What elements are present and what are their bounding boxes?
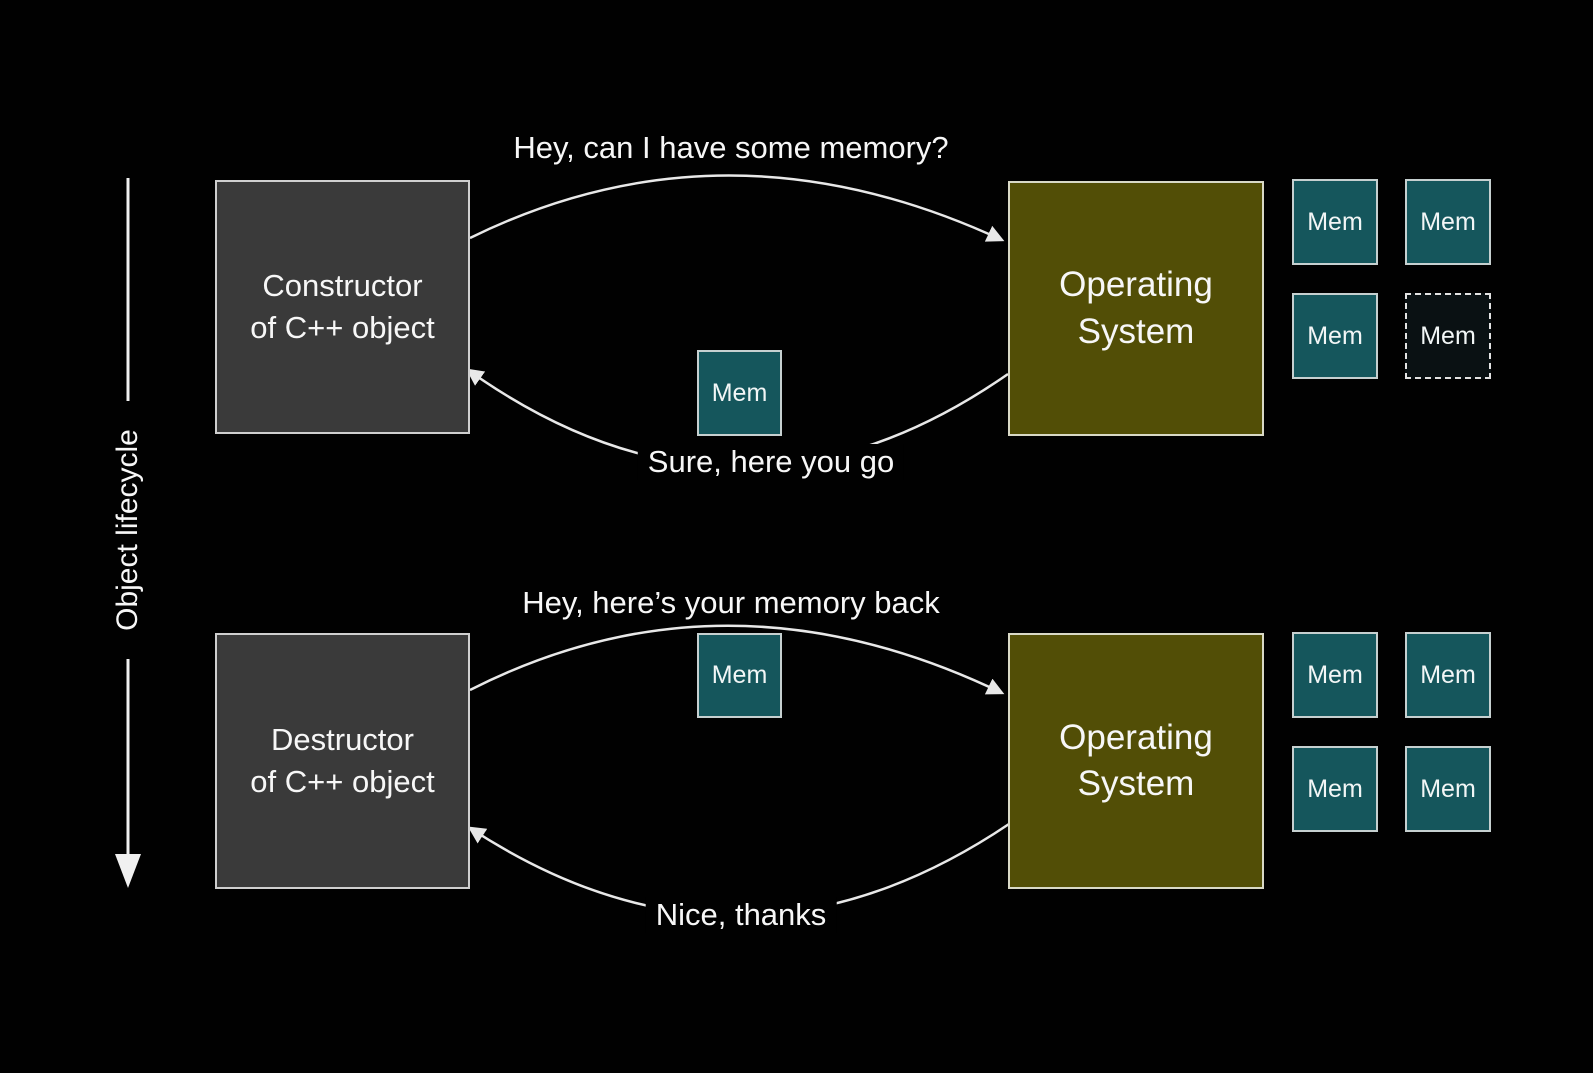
mem-transfer-box-top: Mem — [697, 350, 782, 436]
top-request-arrow — [469, 174, 1005, 242]
bottom-request-arrow — [469, 624, 1005, 695]
mem-grid-bottom-cell-1: Mem — [1292, 632, 1378, 718]
constructor-box-label: Constructor of C++ object — [250, 268, 435, 345]
destructor-box: Destructor of C++ object — [215, 633, 470, 889]
operating-system-box-bottom: Operating System — [1008, 633, 1264, 889]
top-reply-label: Sure, here you go — [637, 444, 905, 480]
mem-grid-top-cell-2: Mem — [1405, 179, 1491, 265]
mem-grid-bottom-cell-4: Mem — [1405, 746, 1491, 832]
top-request-label: Hey, can I have some memory? — [513, 130, 949, 165]
mem-grid-bottom-cell-3: Mem — [1292, 746, 1378, 832]
mem-grid-top-cell-3: Mem — [1292, 293, 1378, 379]
destructor-box-label: Destructor of C++ object — [250, 722, 435, 799]
constructor-box: Constructor of C++ object — [215, 180, 470, 434]
operating-system-label-bottom: Operating System — [1059, 717, 1213, 803]
lifecycle-arrowhead-icon — [115, 854, 141, 888]
operating-system-box-top: Operating System — [1008, 181, 1264, 436]
mem-transfer-box-bottom: Mem — [697, 633, 782, 718]
operating-system-label-top: Operating System — [1059, 265, 1213, 351]
mem-grid-bottom-cell-2: Mem — [1405, 632, 1491, 718]
object-lifecycle-label: Object lifecycle — [111, 429, 144, 631]
mem-grid-top-cell-4-freed: Mem — [1405, 293, 1491, 379]
object-lifecycle-arrow — [115, 178, 141, 888]
bottom-reply-label: Nice, thanks — [645, 897, 837, 933]
mem-grid-top-cell-1: Mem — [1292, 179, 1378, 265]
bottom-request-label: Hey, here’s your memory back — [522, 585, 940, 620]
